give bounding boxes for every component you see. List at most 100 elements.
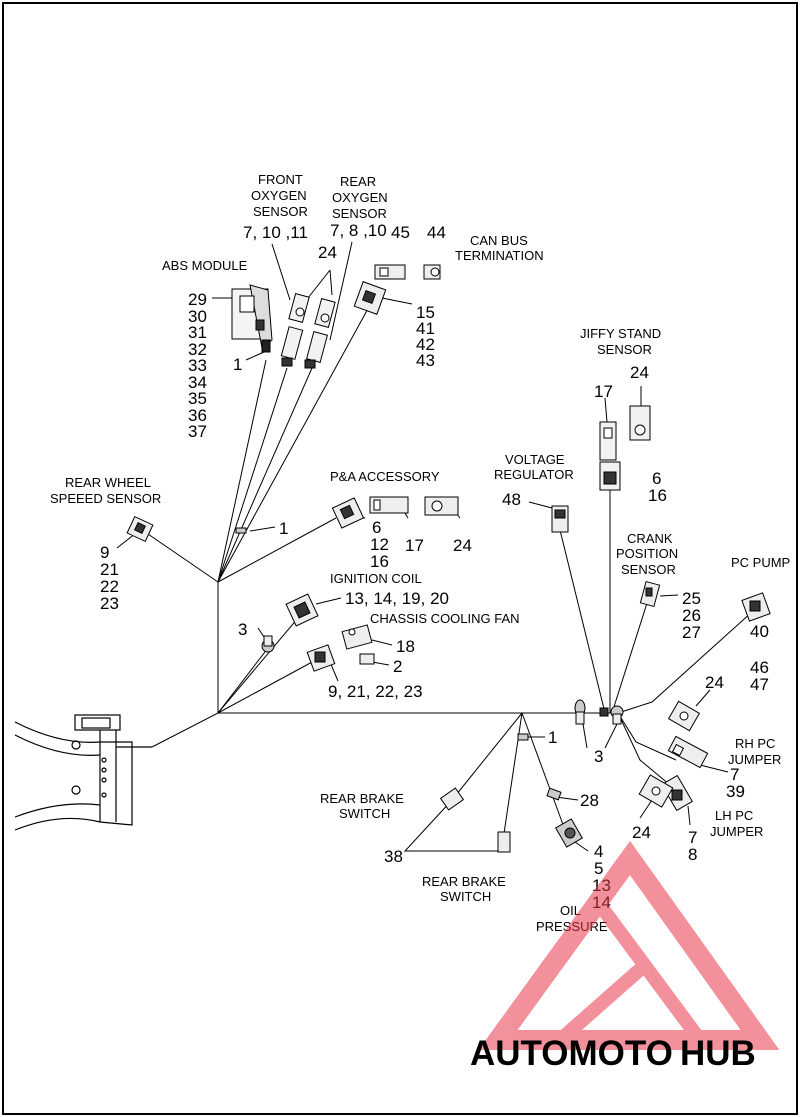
callout-24-low: 24 bbox=[632, 823, 651, 842]
callout-jiffy-24: 24 bbox=[630, 363, 649, 382]
callout-fan: 9, 21, 22, 23 bbox=[328, 682, 423, 701]
ground-stud bbox=[261, 635, 275, 653]
watermark-logo bbox=[478, 840, 780, 1050]
callout-24-o2: 24 bbox=[318, 243, 337, 262]
label-oil-pressure: OIL bbox=[560, 903, 581, 918]
callout-crank: 27 bbox=[682, 623, 701, 642]
label-voltage-regulator: VOLTAGE bbox=[505, 452, 565, 467]
label-lh-pc-jumper: LH PC bbox=[715, 808, 753, 823]
label-abs-module: ABS MODULE bbox=[162, 258, 248, 273]
callout-lh: 8 bbox=[688, 845, 697, 864]
label-rh-pc-jumper: RH PC bbox=[735, 736, 775, 751]
label-crank-sensor: SENSOR bbox=[621, 562, 676, 577]
callout-abs: 29 bbox=[188, 290, 207, 309]
callout-abs: 30 bbox=[188, 307, 207, 326]
callout-abs-1: 1 bbox=[233, 355, 242, 374]
callout-clip-1: 1 bbox=[279, 519, 288, 538]
ignition-coil-connector bbox=[285, 593, 319, 627]
jiffy-stand-connector bbox=[599, 405, 651, 491]
callout-crank: 25 bbox=[682, 589, 701, 608]
chassis-frame bbox=[14, 714, 152, 831]
callout-rear-wheel: 22 bbox=[100, 577, 119, 596]
watermark-text-part1: AUTOMOTO bbox=[470, 1034, 673, 1073]
label-ignition-coil: IGNITION COIL bbox=[330, 571, 422, 586]
label-rear-brake-switch: REAR BRAKE bbox=[422, 874, 506, 889]
label-rear-oxygen: OXYGEN bbox=[332, 190, 388, 205]
label-crank-sensor: POSITION bbox=[616, 546, 678, 561]
harness-wires bbox=[147, 304, 753, 852]
rear-wheel-speed-connector bbox=[126, 515, 154, 543]
callout-hub-1: 1 bbox=[548, 728, 557, 747]
label-crank-sensor: CRANK bbox=[627, 531, 673, 546]
callout-pc-pump: 40 bbox=[750, 622, 769, 641]
callout-front-o2: 7, 10 ,11 bbox=[243, 223, 308, 242]
callout-crank: 26 bbox=[682, 606, 701, 625]
label-jiffy-stand: JIFFY STAND bbox=[580, 326, 661, 341]
callout-abs: 33 bbox=[188, 356, 207, 375]
callout-pa: 6 bbox=[372, 518, 381, 537]
callout-vr-48: 48 bbox=[502, 490, 521, 509]
callout-rear-o2: 7, 8 ,10 bbox=[330, 221, 387, 240]
label-rear-oxygen: SENSOR bbox=[332, 206, 387, 221]
label-rear-wheel: REAR WHEEL bbox=[65, 475, 151, 490]
callout-abs: 37 bbox=[188, 422, 207, 441]
callout-38: 38 bbox=[384, 847, 403, 866]
label-pa-accessory: P&A ACCESSORY bbox=[330, 469, 440, 484]
callout-jiffy: 6 bbox=[652, 469, 661, 488]
callout-can: 15 bbox=[416, 303, 435, 322]
callout-rear-wheel: 23 bbox=[100, 594, 119, 613]
callout-abs: 32 bbox=[188, 340, 207, 359]
label-chassis-fan: CHASSIS COOLING FAN bbox=[370, 611, 520, 626]
callout-pa: 12 bbox=[370, 535, 389, 554]
callout-pa: 16 bbox=[370, 552, 389, 571]
pc-pump-connector bbox=[741, 592, 771, 622]
callout-44: 44 bbox=[427, 223, 446, 242]
voltage-regulator-connector bbox=[551, 505, 569, 533]
callout-jiffy-17: 17 bbox=[594, 382, 613, 401]
label-lh-pc-jumper: JUMPER bbox=[710, 824, 763, 839]
callout-pc-pump: 46 bbox=[750, 658, 769, 677]
harness-clip bbox=[235, 527, 247, 534]
callout-rear-wheel: 21 bbox=[100, 560, 119, 579]
callout-abs: 34 bbox=[188, 373, 207, 392]
callout-28: 28 bbox=[580, 791, 599, 810]
watermark-text-part2: HUB bbox=[680, 1034, 756, 1073]
abs-module-part bbox=[231, 284, 273, 353]
oil-pressure-connector bbox=[546, 787, 583, 848]
pc-jumpers bbox=[638, 700, 709, 812]
callout-abs: 36 bbox=[188, 406, 207, 425]
callout-pa-17: 17 bbox=[405, 536, 424, 555]
label-voltage-regulator: REGULATOR bbox=[494, 467, 574, 482]
callout-oil: 4 bbox=[594, 842, 603, 861]
callout-ign-3: 3 bbox=[238, 620, 247, 639]
label-rear-brake-switch: REAR BRAKE bbox=[320, 791, 404, 806]
callout-24-mid: 24 bbox=[705, 673, 724, 692]
rear-brake-connectors bbox=[439, 787, 511, 853]
front-oxygen-connector bbox=[280, 293, 310, 367]
label-rear-brake-switch: SWITCH bbox=[440, 889, 491, 904]
rear-oxygen-connector bbox=[304, 298, 336, 369]
callout-jiffy: 16 bbox=[648, 486, 667, 505]
callout-rear-wheel: 9 bbox=[100, 543, 109, 562]
callout-abs: 35 bbox=[188, 389, 207, 408]
can-bus-connector bbox=[353, 264, 441, 315]
callout-can: 42 bbox=[416, 335, 435, 354]
callout-ground-3: 3 bbox=[594, 747, 603, 766]
callout-45: 45 bbox=[391, 223, 410, 242]
trunk-ground bbox=[517, 699, 624, 741]
label-rear-brake-switch: SWITCH bbox=[339, 806, 390, 821]
label-jiffy-stand: SENSOR bbox=[597, 342, 652, 357]
label-rh-pc-jumper: JUMPER bbox=[728, 752, 781, 767]
callout-abs: 31 bbox=[188, 323, 207, 342]
callout-fan-2: 2 bbox=[393, 657, 402, 676]
watermark-inner-triangle bbox=[541, 900, 714, 1047]
label-front-oxygen: FRONT bbox=[258, 172, 303, 187]
label-rear-wheel: SPEEED SENSOR bbox=[50, 491, 161, 506]
callout-pa-24: 24 bbox=[453, 536, 472, 555]
callout-rh: 7 bbox=[730, 765, 739, 784]
callout-pc-pump: 47 bbox=[750, 675, 769, 694]
label-can-bus: CAN BUS bbox=[470, 233, 528, 248]
chassis-fan-connector bbox=[306, 624, 375, 672]
